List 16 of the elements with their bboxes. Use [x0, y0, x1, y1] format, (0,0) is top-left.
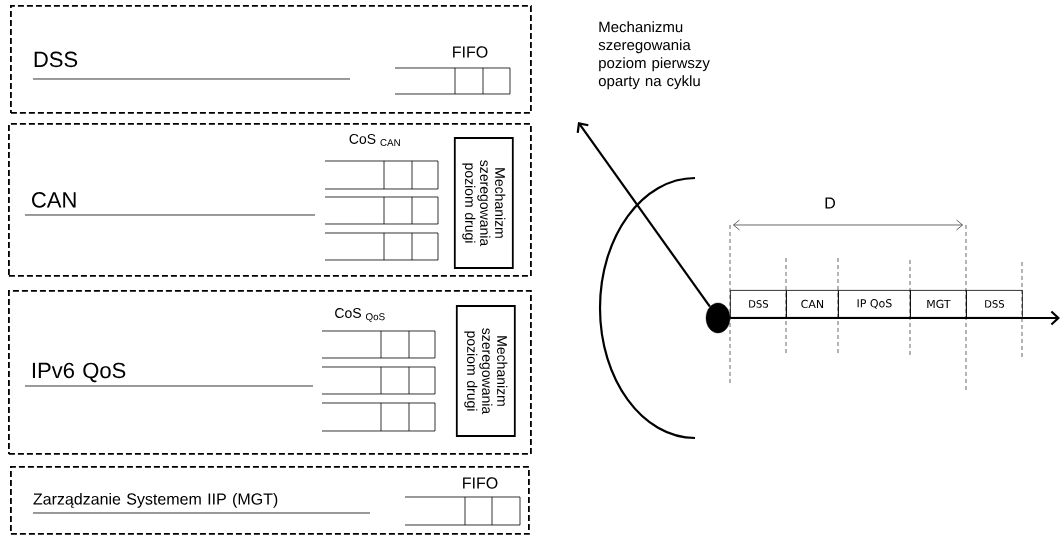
queue-label: CoS $_{CAN}$: [349, 133, 400, 146]
queue-label: CoS $_{QoS}$: [335, 308, 385, 322]
scheduler-box: Mechanizm szeregowania poziom drugi: [453, 137, 514, 269]
time-slot: DSS: [966, 290, 1023, 318]
scheduler-box: Mechanizm szeregowania poziom drugi: [455, 305, 516, 437]
time-slot: MGT: [910, 290, 967, 318]
node-dot: [705, 302, 731, 334]
arrow: [730, 310, 1060, 326]
queue-label: FIFO: [453, 46, 488, 58]
time-slot: DSS: [730, 290, 787, 318]
queue-label: FIFO: [463, 477, 498, 489]
annotation-text: Mechanizmu szeregowania poziom pierwszy oparty na cyklu: [598, 21, 710, 90]
arrow: [576, 122, 711, 308]
time-slot: CAN: [786, 290, 839, 318]
dimension-label: D: [825, 197, 835, 209]
time-slot: IP QoS: [838, 290, 911, 318]
